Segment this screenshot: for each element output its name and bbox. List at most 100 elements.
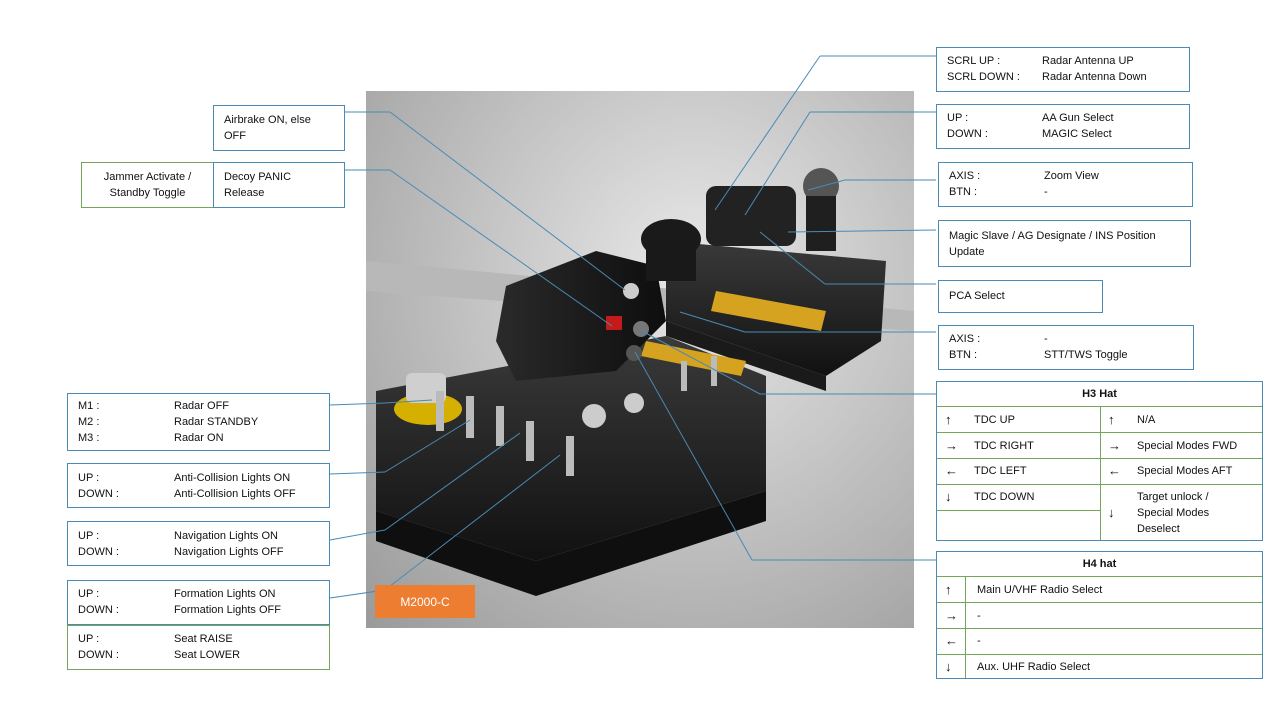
seat-key-1: UP : <box>78 633 100 645</box>
h3-hat-title: H3 Hat <box>1082 388 1117 400</box>
zoom-box: AXIS : Zoom View BTN : - <box>938 162 1193 207</box>
formation-key-1: UP : <box>78 588 100 600</box>
h3-right-label: Special Modes AFT <box>1137 465 1233 477</box>
seat-val-1: Seat RAISE <box>174 633 233 645</box>
radar-val-1: Radar OFF <box>174 400 230 412</box>
jammer-line-2: Standby Toggle <box>109 187 186 199</box>
radar-key-2: M2 : <box>78 416 100 428</box>
nav-key-2: DOWN : <box>78 546 119 558</box>
radar-key-1: M1 : <box>78 400 100 412</box>
formation-val-1: Formation Lights ON <box>174 588 276 600</box>
seat-key-2: DOWN : <box>78 649 119 661</box>
gun-key-2: DOWN : <box>947 128 988 140</box>
h4-label: Main U/VHF Radio Select <box>977 584 1103 596</box>
h4-row: ← - <box>937 628 1262 654</box>
arrow-up-icon: ↑ <box>945 582 952 597</box>
h4-row: ↓ Aux. UHF Radio Select <box>937 654 1262 679</box>
formation-box: UP : Formation Lights ON DOWN : Formatio… <box>67 580 330 625</box>
arrow-right-icon: → <box>1108 438 1121 453</box>
h3-left-row: ↓ TDC DOWN <box>937 484 1100 510</box>
h3-left-row: ← TDC LEFT <box>937 458 1100 484</box>
navigation-box: UP : Navigation Lights ON DOWN : Navigat… <box>67 521 330 566</box>
radar-box: M1 : Radar OFF M2 : Radar STANDBY M3 : R… <box>67 393 330 451</box>
aircraft-badge: M2000-C <box>375 585 475 618</box>
gun-val-1: AA Gun Select <box>1042 112 1114 124</box>
magic-line-1: Magic Slave / AG Designate / INS Positio… <box>949 230 1156 242</box>
nav-key-1: UP : <box>78 530 100 542</box>
h3-right-label: N/A <box>1137 414 1156 426</box>
magic-box: Magic Slave / AG Designate / INS Positio… <box>938 220 1191 267</box>
nav-val-2: Navigation Lights OFF <box>174 546 284 558</box>
zoom-val-1: Zoom View <box>1044 170 1099 182</box>
arrow-down-icon: ↓ <box>945 659 952 674</box>
h3-left-label: TDC UP <box>974 414 1015 426</box>
h3-left-row: ↑ TDC UP <box>937 406 1100 432</box>
zoom-key-1: AXIS : <box>949 170 981 182</box>
jammer-box: Jammer Activate / Standby Toggle <box>81 162 214 208</box>
airbrake-box: Airbrake ON, else OFF <box>213 105 345 151</box>
h3-right-label-cont: Special Modes <box>1137 507 1210 519</box>
arrow-left-icon: ← <box>1108 463 1121 478</box>
seat-box: UP : Seat RAISE DOWN : Seat LOWER <box>67 625 330 670</box>
h3-left-label: TDC LEFT <box>974 465 1027 477</box>
arrow-left-icon: ← <box>945 633 958 648</box>
zoom-val-2: - <box>1044 186 1048 198</box>
gun-val-2: MAGIC Select <box>1042 128 1112 140</box>
airbrake-line-2: OFF <box>224 130 246 142</box>
h3-left-empty <box>937 510 1100 541</box>
h3-right-row: → Special Modes FWD <box>1100 432 1262 458</box>
h3-right-label: Special Modes FWD <box>1137 440 1238 452</box>
pca-label: PCA Select <box>949 290 1005 302</box>
arrow-left-icon: ← <box>945 463 958 478</box>
airbrake-line-1: Airbrake ON, else <box>224 114 311 126</box>
h4-divider <box>965 576 966 678</box>
scroll-val-1: Radar Antenna UP <box>1042 55 1134 67</box>
stt-val-1: - <box>1044 333 1048 345</box>
arrow-right-icon: → <box>945 608 958 623</box>
h3-divider <box>1100 406 1101 540</box>
seat-val-2: Seat LOWER <box>174 649 241 661</box>
formation-val-2: Formation Lights OFF <box>174 604 281 616</box>
formation-key-2: DOWN : <box>78 604 119 616</box>
h4-row: → - <box>937 602 1262 628</box>
stt-key-2: BTN : <box>949 349 978 361</box>
h3-left-label: TDC RIGHT <box>974 440 1034 452</box>
radar-key-3: M3 : <box>78 432 100 444</box>
h3-right-row: ↑ N/A <box>1100 406 1262 432</box>
decoy-line-2: Release <box>224 187 265 199</box>
throttle-illustration <box>366 168 914 596</box>
h4-label: - <box>977 610 981 622</box>
h3-right-row: ← Special Modes AFT <box>1100 458 1262 484</box>
scroll-box: SCRL UP : Radar Antenna UP SCRL DOWN : R… <box>936 47 1190 92</box>
arrow-up-icon: ↑ <box>1108 412 1115 427</box>
jammer-line-1: Jammer Activate / <box>103 171 192 183</box>
h3-right-row: ↓ Target unlock / Special Modes Deselect <box>1100 484 1262 541</box>
h3-right-label-cont: Deselect <box>1137 523 1180 535</box>
magic-line-2: Update <box>949 246 985 258</box>
scroll-key-2: SCRL DOWN : <box>947 71 1020 83</box>
anticol-val-2: Anti-Collision Lights OFF <box>174 488 296 500</box>
nav-val-1: Navigation Lights ON <box>174 530 278 542</box>
anticol-val-1: Anti-Collision Lights ON <box>174 472 291 484</box>
arrow-down-icon: ↓ <box>1108 505 1115 520</box>
stt-box: AXIS : - BTN : STT/TWS Toggle <box>938 325 1194 370</box>
h3-left-row: → TDC RIGHT <box>937 432 1100 458</box>
h3-hat-table: H3 Hat ↑ TDC UP → TDC RIGHT ← TDC LEFT ↓… <box>936 381 1263 541</box>
scroll-key-1: SCRL UP : <box>947 55 1001 67</box>
radar-val-3: Radar ON <box>174 432 224 444</box>
anticollision-box: UP : Anti-Collision Lights ON DOWN : Ant… <box>67 463 330 508</box>
throttle-photo <box>366 91 914 628</box>
radar-val-2: Radar STANDBY <box>174 416 259 428</box>
pca-box: PCA Select <box>938 280 1103 313</box>
zoom-key-2: BTN : <box>949 186 978 198</box>
anticol-key-2: DOWN : <box>78 488 119 500</box>
decoy-box: Decoy PANIC Release <box>213 162 345 208</box>
h4-label: - <box>977 635 981 647</box>
arrow-down-icon: ↓ <box>945 489 952 504</box>
scroll-val-2: Radar Antenna Down <box>1042 71 1147 83</box>
decoy-line-1: Decoy PANIC <box>224 171 292 183</box>
h4-hat-title: H4 hat <box>1082 558 1117 570</box>
stt-val-2: STT/TWS Toggle <box>1044 349 1128 361</box>
gun-key-1: UP : <box>947 112 969 124</box>
anticol-key-1: UP : <box>78 472 100 484</box>
